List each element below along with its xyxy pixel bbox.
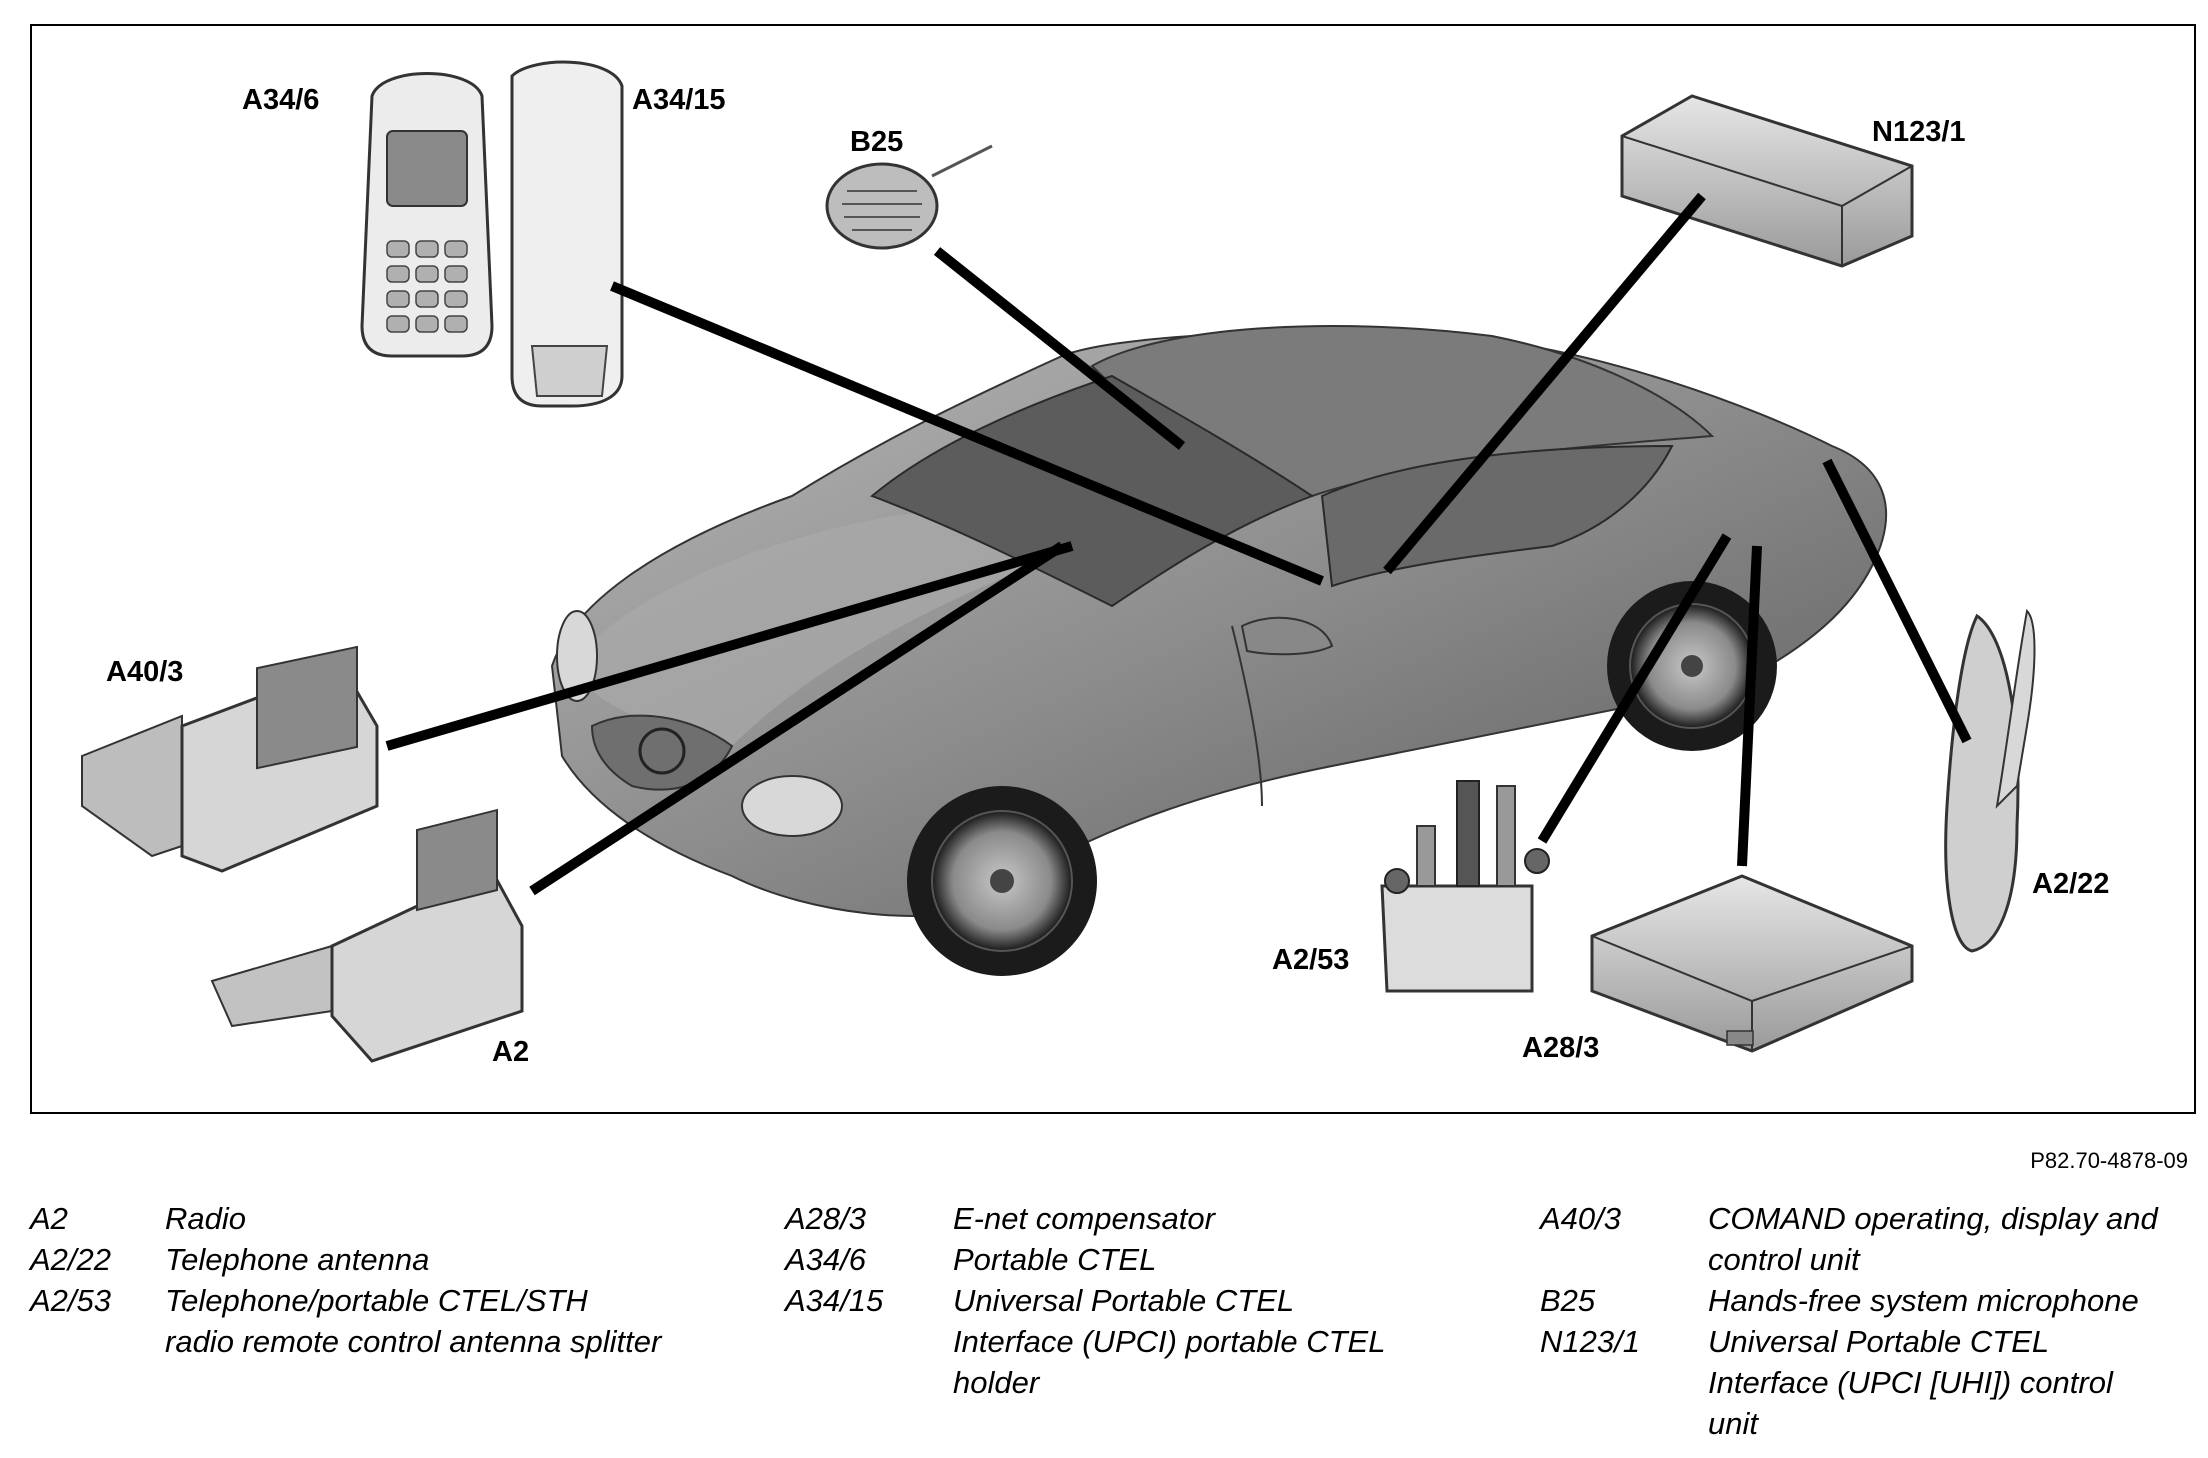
legend-row: A2 Radio	[30, 1198, 730, 1239]
leader-n123	[1383, 192, 1706, 575]
legend-row: B25 Hands-free system microphone	[1540, 1280, 2200, 1321]
leader-a28	[1737, 545, 1762, 867]
leader-a2-22	[1822, 458, 1972, 744]
legend-column-2: A28/3 E-net compensator A34/6 Portable CTE…	[785, 1198, 1485, 1403]
legend-row: A28/3 E-net compensator	[785, 1198, 1485, 1239]
legend-code: A2/53	[30, 1283, 112, 1318]
legend-desc: COMAND operating, display and control un…	[1708, 1201, 2158, 1277]
legend-desc: Telephone antenna	[165, 1242, 430, 1277]
telephone-antenna	[1944, 608, 2036, 953]
legend-row: A2/22 Telephone antenna	[30, 1239, 730, 1280]
legend-code: A28/3	[785, 1201, 867, 1236]
callout-a2-53: A2/53	[1272, 944, 1350, 976]
legend-desc: Telephone/portable CTEL/STH radio remote…	[165, 1283, 662, 1359]
callout-a2: A2	[492, 1036, 530, 1068]
portable-ctel-phone	[360, 72, 494, 358]
legend-row: A40/3 COMAND operating, display and contr…	[1540, 1198, 2200, 1280]
legend-desc: Portable CTEL	[953, 1242, 1157, 1277]
comand-unit	[81, 645, 379, 873]
radio-unit	[210, 808, 524, 1063]
legend-column-1: A2 Radio A2/22 Telephone antenna A2/53 Tele…	[30, 1198, 730, 1362]
microphone	[825, 144, 993, 250]
figure-reference: P82.70-4878-09	[2030, 1148, 2188, 1173]
leader-a2	[529, 541, 1065, 896]
legend-desc: Radio	[165, 1201, 246, 1236]
legend-code: B25	[1540, 1283, 1596, 1318]
legend-row: A2/53 Telephone/portable CTEL/STH radio r…	[30, 1280, 730, 1362]
leader-b25	[933, 247, 1186, 450]
callout-b25: B25	[850, 126, 904, 158]
leader-a2-53	[1537, 533, 1732, 844]
callout-n123-1: N123/1	[1872, 116, 1966, 148]
leader-lines	[385, 192, 1972, 896]
upci-control-unit	[1620, 94, 1914, 268]
component-diagram	[81, 60, 2036, 1063]
callout-a34-6: A34/6	[242, 84, 320, 116]
enet-compensator	[1590, 874, 1914, 1053]
antenna-splitter	[1380, 780, 1550, 993]
legend-row: N123/1 Universal Portable CTEL Interface …	[1540, 1321, 2200, 1444]
legend-code: N123/1	[1540, 1324, 1640, 1359]
phone-holder	[510, 60, 624, 408]
car	[550, 325, 1888, 976]
legend-code: A34/15	[785, 1283, 884, 1318]
callout-a34-15: A34/15	[632, 84, 726, 116]
legend-code: A40/3	[1540, 1201, 1622, 1236]
legend-column-3: A40/3 COMAND operating, display and contr…	[1540, 1198, 2200, 1444]
diagram-frame: A34/6 A34/15 B25 N123/1 A40/3 A2 A2/53 A…	[30, 24, 2196, 1114]
callout-a28-3: A28/3	[1522, 1032, 1600, 1064]
leader-a34	[610, 281, 1324, 586]
callout-a40-3: A40/3	[106, 656, 184, 688]
legend-desc: Hands-free system microphone	[1708, 1283, 2139, 1318]
callout-a2-22: A2/22	[2032, 868, 2110, 900]
legend-code: A34/6	[785, 1242, 867, 1277]
leader-a40	[385, 541, 1074, 751]
legend-code: A2/22	[30, 1242, 112, 1277]
legend-row: A34/15 Universal Portable CTEL Interface …	[785, 1280, 1485, 1403]
legend-code: A2	[30, 1201, 68, 1236]
legend-desc: Universal Portable CTEL Interface (UPCI …	[1708, 1324, 2113, 1441]
legend-desc: E-net compensator	[953, 1201, 1215, 1236]
legend-row: A34/6 Portable CTEL	[785, 1239, 1485, 1280]
legend-desc: Universal Portable CTEL Interface (UPCI)…	[953, 1283, 1386, 1400]
